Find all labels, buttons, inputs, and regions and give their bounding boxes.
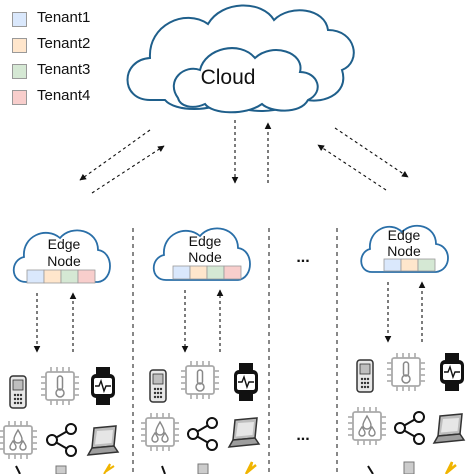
humidity-chip-icon — [0, 420, 38, 460]
edge-node-3: Edge Node — [360, 224, 449, 273]
laptop-icon — [228, 417, 260, 448]
cropped-devices — [15, 461, 457, 474]
legend-item-tenant2: Tenant2 — [9, 34, 119, 60]
thermometer-chip-icon — [386, 352, 426, 392]
device-group-1 — [0, 366, 119, 460]
cloud: Cloud — [126, 4, 355, 114]
edge-node-3-label-line1: Edge — [388, 227, 421, 243]
legend-item-tenant4: Tenant4 — [9, 86, 119, 112]
edge-node-1-label-line1: Edge — [48, 236, 81, 252]
edge-device-links — [33, 281, 426, 353]
share-network-icon — [187, 417, 218, 451]
edge-node-1: Edge Node — [12, 229, 111, 284]
smartwatch-icon — [90, 366, 116, 406]
legend-swatch — [12, 38, 27, 53]
legend-label: Tenant4 — [37, 87, 91, 104]
edge-node-2: Edge Node — [152, 227, 251, 281]
ellipsis-device-row: ... — [296, 427, 309, 444]
legend-item-tenant3: Tenant3 — [9, 60, 119, 86]
phone-icon — [356, 359, 374, 393]
humidity-chip-icon — [140, 412, 180, 452]
legend-label: Tenant2 — [37, 35, 91, 52]
edge-node-2-label-line2: Node — [188, 249, 222, 265]
share-network-icon — [394, 411, 425, 445]
cloud-edge-links — [79, 120, 409, 194]
legend-item-tenant1: Tenant1 — [9, 8, 119, 34]
edge-node-3-label-line2: Node — [387, 243, 421, 259]
device-group-2 — [140, 360, 260, 452]
smartwatch-icon — [233, 362, 259, 402]
ellipsis-edge-row: ... — [296, 249, 309, 266]
legend-label: Tenant1 — [37, 9, 91, 26]
legend-swatch — [12, 64, 27, 79]
legend-swatch — [12, 90, 27, 105]
column-dividers — [132, 228, 338, 474]
thermometer-chip-icon — [40, 366, 80, 406]
tenant-strip — [383, 258, 436, 272]
laptop-icon — [433, 413, 465, 444]
humidity-chip-icon — [347, 406, 387, 446]
legend-label: Tenant3 — [37, 61, 91, 78]
edge-node-2-label-line1: Edge — [189, 233, 222, 249]
legend: Tenant1 Tenant2 Tenant3 Tenant4 — [9, 8, 119, 112]
device-group-3 — [347, 352, 465, 446]
laptop-icon — [87, 425, 119, 456]
tenant-strip — [26, 269, 96, 284]
legend-swatch — [12, 12, 27, 27]
arrow-edge1-to-cloud — [91, 145, 165, 194]
smartwatch-icon — [439, 352, 465, 392]
phone-icon — [9, 375, 27, 409]
arrow-cloud-to-edge-3 — [334, 127, 409, 178]
edge-node-1-label-line2: Node — [47, 253, 81, 269]
phone-icon — [149, 369, 167, 403]
thermometer-chip-icon — [180, 360, 220, 400]
arrow-edge3-to-cloud — [317, 144, 387, 191]
share-network-icon — [46, 423, 77, 457]
tenant-strip — [172, 265, 242, 280]
cloud-label: Cloud — [201, 66, 256, 89]
arrow-cloud-to-edge-1 — [79, 129, 151, 181]
